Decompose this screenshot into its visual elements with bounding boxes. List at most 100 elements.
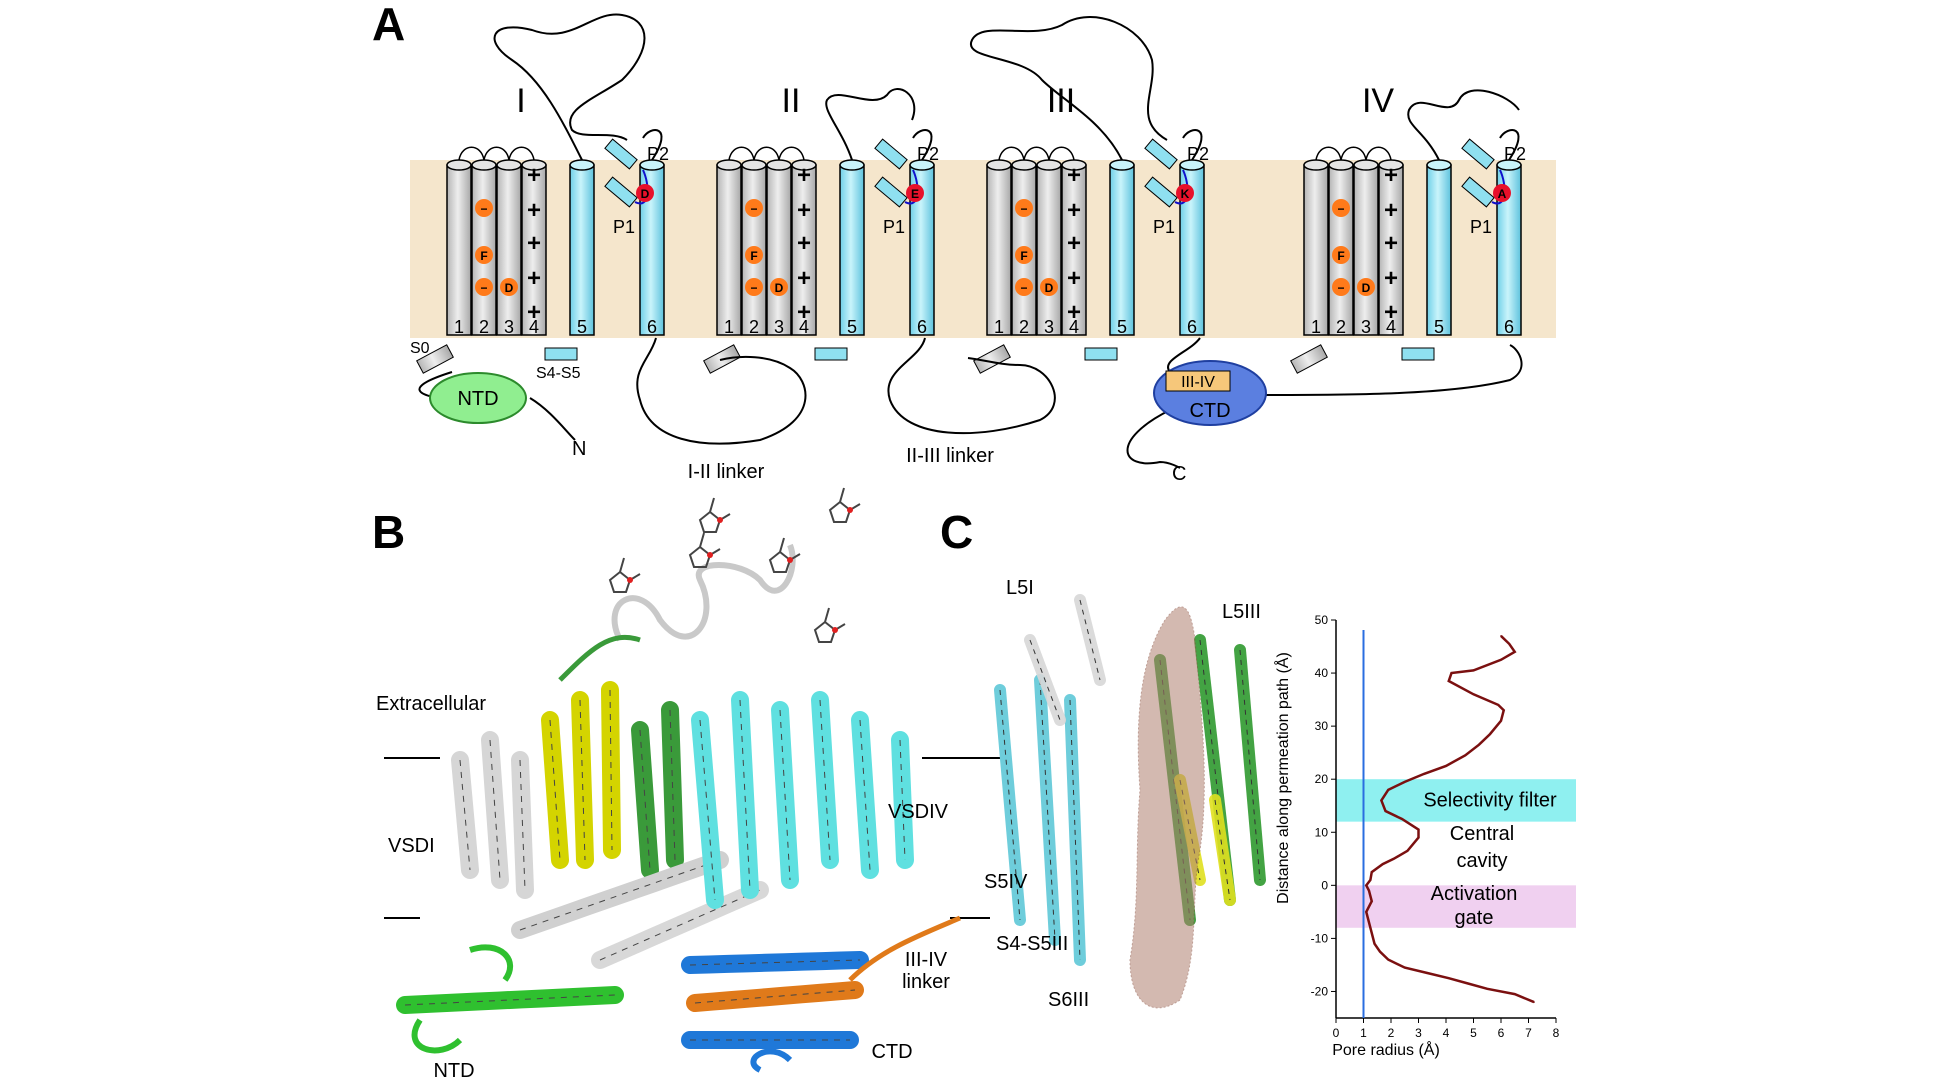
pore-radius-point [1365,911,1368,913]
segment-number-2: 2 [749,317,759,337]
s5iv-label: S5IV [984,871,1028,893]
charged-residue [770,278,788,296]
p1-label: P1 [883,217,905,237]
charged-residue-label: D [1045,281,1054,295]
s4s5iii-label: S4-S5III [996,933,1068,955]
c-gray-helix-coil [1029,639,1061,721]
pore-radius-point [1370,932,1373,934]
ctd-loop [750,1048,793,1073]
p2-s6-loop [1499,129,1520,161]
activation-gate-label-1: Activation [1431,883,1518,905]
pore-radius-point [1513,993,1516,995]
s0-helix [973,344,1011,374]
charged-residue-label: − [1020,281,1027,295]
charged-residue-label: − [1337,202,1344,216]
helix-loop [458,146,485,161]
segment-number-3: 3 [504,317,514,337]
helix-cap-s1 [446,159,472,171]
pore-radius-point [1447,977,1450,979]
charged-residue-label: − [480,281,487,295]
pore-radius-point [1387,789,1390,791]
pore-radius-point [1403,781,1406,783]
helix-cap-s3 [766,159,792,171]
turret-loop [493,13,646,161]
pore-radius-point [1384,810,1387,812]
c-green-helix-coil [1239,649,1261,881]
ntd-label-b: NTD [433,1060,474,1082]
y-tick-label: 0 [1321,878,1328,892]
extracellular-loop [611,543,796,642]
gating-charge-plus: + [1384,162,1398,189]
pore-radius-point [1425,972,1428,974]
p1-label: P1 [613,217,635,237]
y-tick-label: -10 [1311,931,1329,945]
glycan-oxygen [832,627,838,633]
l5i-label: L5I [1006,577,1034,599]
helix-s5 [839,164,865,336]
charged-residue-label: − [750,281,757,295]
helix-s1 [446,164,472,336]
gating-charge-plus: + [527,162,541,189]
charged-residue [500,278,518,296]
pore-radius-point [1502,709,1505,712]
helix-loop [728,146,755,161]
helix-s3 [766,164,792,336]
helix-s5-cap [1109,159,1135,171]
helix-cap-s1 [986,159,1012,171]
helix-cap-s2 [741,159,767,171]
p2-helix [1144,138,1178,170]
pore-radius-point [1387,958,1390,961]
l5iii-label: L5III [1222,601,1261,623]
pore-radius-point [1368,921,1370,924]
charged-residue [475,278,493,296]
selectivity-filter-label: Selectivity filter [1423,789,1557,811]
filter-residue-label: K [1181,187,1190,201]
c-cyan-helix-coil [999,689,1021,921]
s4s5-linker [1084,347,1118,361]
segment-number-3: 3 [774,317,784,337]
ntd-helix [396,986,624,1014]
filter-residue [1493,184,1511,202]
p1-helix [874,176,908,208]
pore-radius-point [1380,799,1383,802]
domain1-pore-helix [541,711,569,869]
helix-loop [1365,146,1392,161]
s4s5-linker [814,347,848,361]
pore-radius-point [1417,828,1420,831]
helix-loop [1048,146,1075,161]
x-tick-label: 0 [1333,1026,1340,1040]
gating-charge-plus: + [1384,265,1398,292]
glycan [688,532,721,568]
turret-loop [825,88,916,161]
pore-radius-point [1497,704,1500,706]
pore-radius-point [1369,879,1372,881]
gating-charge-plus: + [797,162,811,189]
pore-radius-point [1406,850,1409,852]
p2-label: P2 [1187,144,1209,164]
filter-residue [636,184,654,202]
helix-s4 [1378,164,1404,336]
glycan [608,557,641,593]
central-cavity-label-2: cavity [1456,850,1507,872]
pore-radius-point [1472,693,1475,696]
p1-helix [604,176,638,208]
turret-loop [969,16,1168,161]
pore-radius-point [1486,988,1489,990]
helix-s3 [496,164,522,336]
domain2-helix [631,721,659,879]
vsd4-helix [691,711,724,909]
charged-residue [1015,246,1033,264]
panel-letter-c: C [940,506,973,558]
helix-s5 [1109,164,1135,336]
glycan-oxygen [627,577,633,583]
p2-s6-loop [642,129,663,161]
s4s5-label: S4-S5 [536,365,581,382]
charged-residue-label: D [1362,281,1371,295]
pore-radius-point [1368,889,1370,892]
gating-charge-plus: + [1384,197,1398,224]
pore-volume [1129,606,1205,1009]
extracellular-label: Extracellular [376,693,486,715]
